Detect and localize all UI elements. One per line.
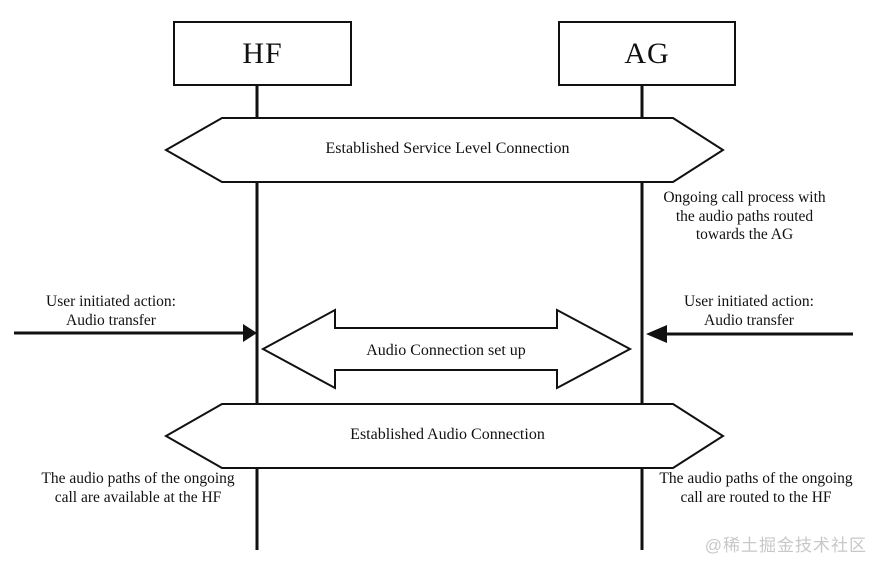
watermark: @稀土掘金技术社区 xyxy=(704,536,867,555)
right-user-action-annotation: User initiated action: Audio transfer xyxy=(684,293,814,329)
right-action-arrowhead-icon xyxy=(646,325,667,343)
bottom-right-annotation: The audio paths of the ongoing call are … xyxy=(659,470,853,506)
left-action-arrowhead-icon xyxy=(243,324,257,342)
audio-setup-label: Audio Connection set up xyxy=(366,342,526,359)
left-user-action-annotation: User initiated action: Audio transfer xyxy=(46,293,176,329)
audio-connection-label: Established Audio Connection xyxy=(350,426,545,443)
ag-actor-label: AG xyxy=(624,36,670,70)
audio-connection-banner xyxy=(163,403,725,469)
ag-actor-box xyxy=(558,21,736,86)
ongoing-call-annotation: Ongoing call process with the audio path… xyxy=(663,189,826,243)
bottom-left-annotation: The audio paths of the ongoing call are … xyxy=(41,470,235,506)
service-level-connection-label: Established Service Level Connection xyxy=(325,140,570,157)
hf-actor-label: HF xyxy=(242,36,283,70)
service-level-connection-banner xyxy=(163,117,725,183)
hf-actor-box xyxy=(173,21,352,86)
audio-setup-double-arrow xyxy=(260,308,633,390)
